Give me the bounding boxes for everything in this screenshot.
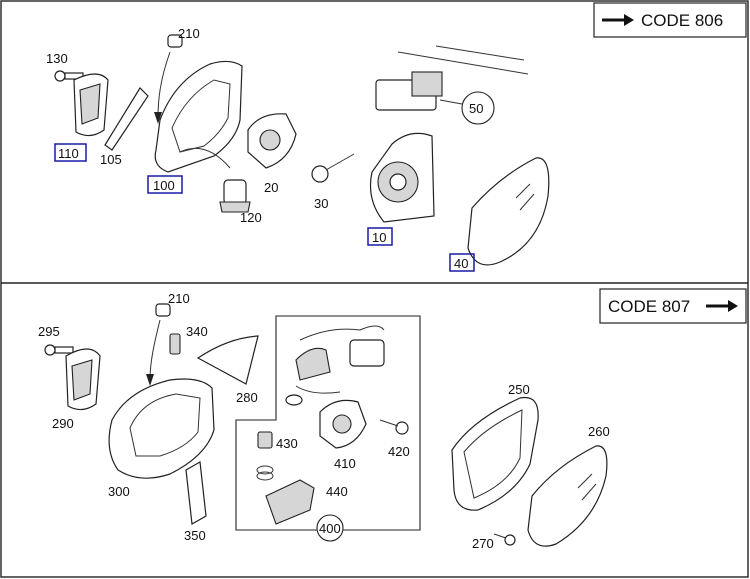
highlight-box-110 bbox=[54, 143, 87, 162]
arrow-right-icon bbox=[706, 300, 738, 312]
part-340-bolt bbox=[169, 333, 181, 355]
label-50: 50 bbox=[469, 101, 483, 116]
label-250: 250 bbox=[508, 382, 530, 397]
part-290-cover bbox=[65, 348, 101, 411]
label-340: 340 bbox=[186, 324, 208, 339]
part-250-frame bbox=[451, 396, 539, 511]
part-260-glass bbox=[527, 445, 608, 547]
part-30-screw bbox=[311, 153, 355, 183]
part-280-trim bbox=[196, 335, 259, 385]
part-210-top bbox=[154, 34, 183, 124]
label-270: 270 bbox=[472, 536, 494, 551]
label-120: 120 bbox=[240, 210, 262, 225]
highlight-box-10 bbox=[367, 227, 393, 246]
label-20: 20 bbox=[264, 180, 278, 195]
arrow-right-icon bbox=[602, 14, 634, 26]
part-295-screw bbox=[44, 344, 74, 356]
label-430: 430 bbox=[276, 436, 298, 451]
part-10-actuator bbox=[369, 132, 435, 223]
code-807-box: CODE 807 bbox=[599, 288, 747, 324]
part-270-screw bbox=[493, 533, 516, 546]
part-400-assembly-box bbox=[235, 315, 421, 531]
label-440: 440 bbox=[326, 484, 348, 499]
label-100: 100 bbox=[153, 178, 175, 193]
label-210-bottom: 210 bbox=[168, 291, 190, 306]
highlight-box-40 bbox=[449, 253, 475, 272]
part-20-motor bbox=[247, 113, 297, 169]
label-280: 280 bbox=[236, 390, 258, 405]
label-210-top: 210 bbox=[178, 26, 200, 41]
callout-50 bbox=[461, 91, 495, 125]
part-110-cover bbox=[73, 73, 109, 137]
code-806-box: CODE 806 bbox=[593, 2, 747, 38]
part-40-glass bbox=[467, 157, 550, 266]
label-400: 400 bbox=[319, 521, 341, 536]
callout-400 bbox=[316, 514, 344, 542]
part-350-bracket bbox=[185, 461, 207, 525]
label-130: 130 bbox=[46, 51, 68, 66]
part-300-housing bbox=[108, 378, 215, 479]
label-10: 10 bbox=[372, 230, 386, 245]
label-300: 300 bbox=[108, 484, 130, 499]
code-806-label: CODE 806 bbox=[641, 11, 723, 30]
label-410: 410 bbox=[334, 456, 356, 471]
label-110: 110 bbox=[58, 146, 79, 161]
label-420: 420 bbox=[388, 444, 410, 459]
code-807-label: CODE 807 bbox=[608, 297, 690, 316]
part-50-actuator bbox=[375, 45, 529, 111]
label-295: 295 bbox=[38, 324, 60, 339]
leader-lines-top bbox=[439, 91, 495, 125]
part-120-clip bbox=[219, 179, 251, 213]
label-260: 260 bbox=[588, 424, 610, 439]
part-130-screw bbox=[54, 70, 84, 82]
part-210-bottom bbox=[146, 303, 171, 386]
label-350: 350 bbox=[184, 528, 206, 543]
label-105: 105 bbox=[100, 152, 122, 167]
highlight-box-100 bbox=[147, 175, 183, 194]
label-30: 30 bbox=[314, 196, 328, 211]
label-40: 40 bbox=[454, 256, 468, 271]
label-290: 290 bbox=[52, 416, 74, 431]
part-100-housing bbox=[154, 60, 243, 173]
part-105-strip bbox=[104, 87, 149, 151]
